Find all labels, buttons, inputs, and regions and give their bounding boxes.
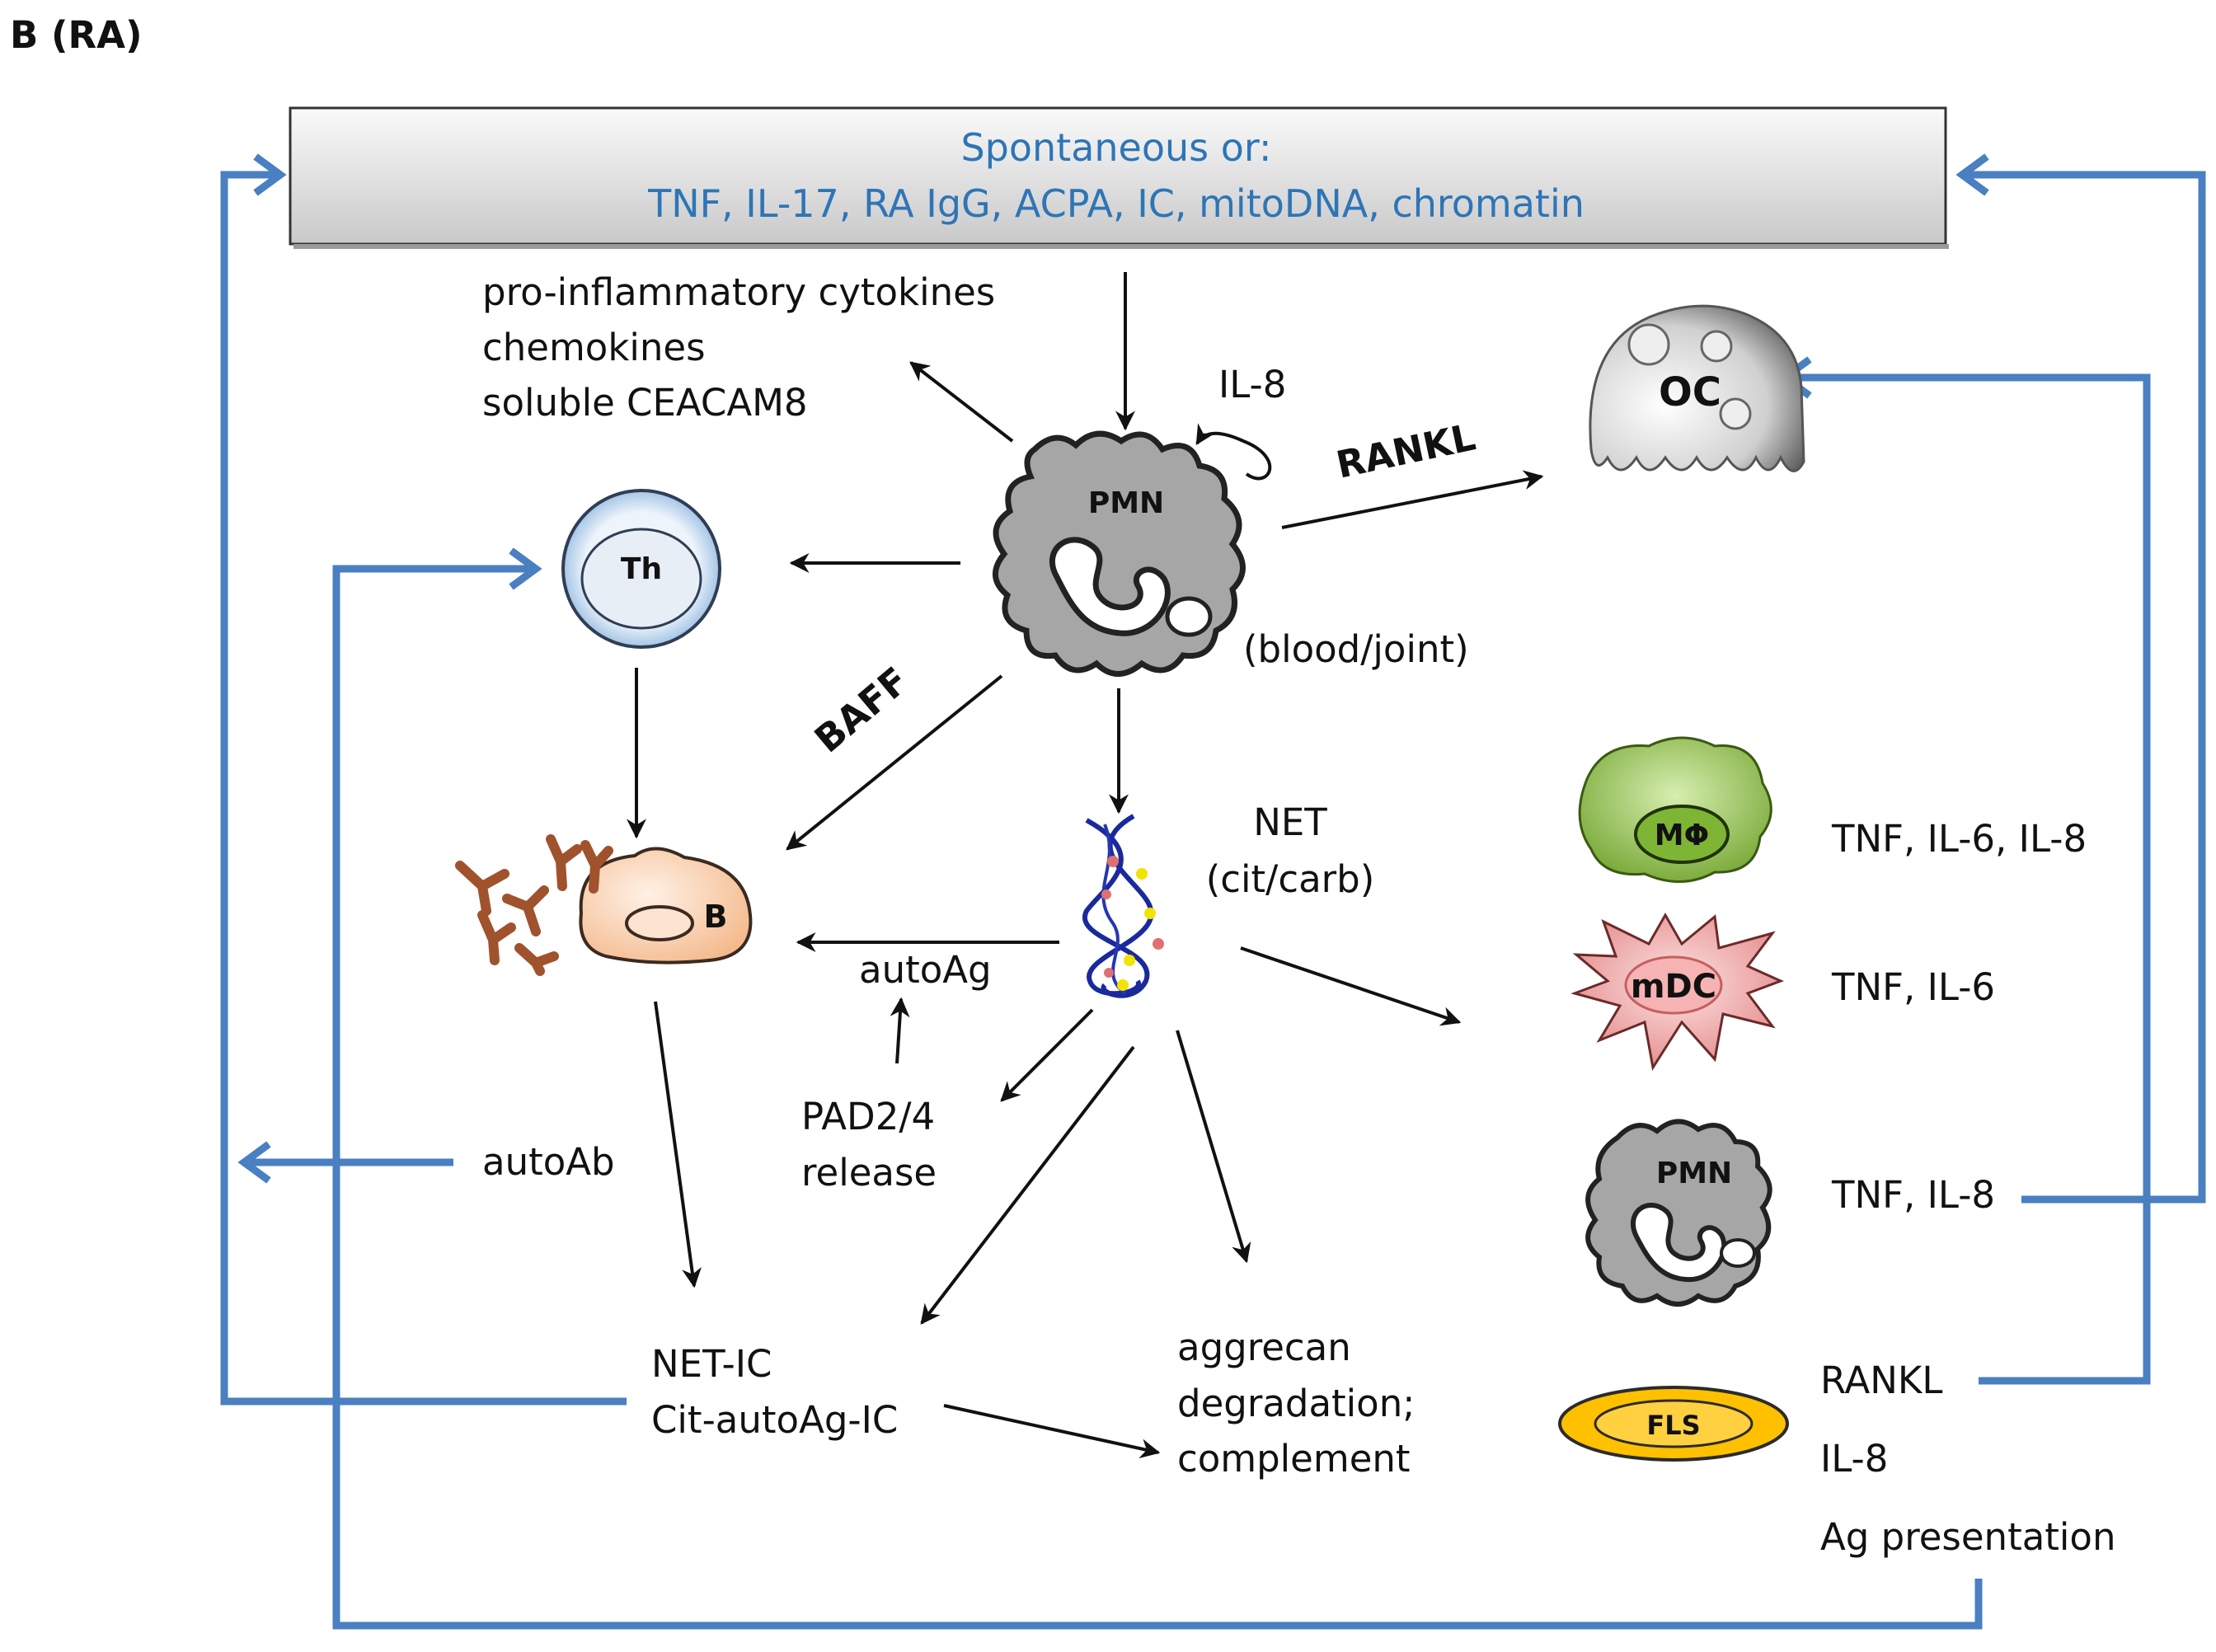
arrowhead-stimuli-right xyxy=(1955,153,1989,196)
secreted-line-1: pro-inflammatory cytokines xyxy=(482,270,995,314)
mdc-output: TNF, IL-6 xyxy=(1831,965,1995,1009)
stimuli-line-2: TNF, IL-17, RA IgG, ACPA, IC, mitoDNA, c… xyxy=(647,181,1585,226)
arrow-b-to-netic xyxy=(654,1001,702,1288)
pad-label-line-2: release xyxy=(801,1151,937,1194)
net-dna-icon xyxy=(1082,814,1164,998)
fls-output-line-2: IL-8 xyxy=(1820,1437,1888,1481)
secreted-line-2: chemokines xyxy=(482,326,706,369)
pmn-cell-icon: PMN xyxy=(1585,1119,1772,1307)
osteoclast-icon: OC xyxy=(1589,304,1805,472)
arrow-net-to-cells xyxy=(1240,946,1462,1026)
feedback-arrows xyxy=(220,153,2206,1630)
oc-label: OC xyxy=(1659,369,1721,415)
arrow-netic-to-aggrecan xyxy=(943,1404,1161,1459)
net-ic-line-1: NET-IC xyxy=(651,1342,772,1386)
autoag-label: autoAg xyxy=(859,948,992,992)
feedback-arrow-to-th xyxy=(332,565,1983,1630)
signaling-arrows xyxy=(627,272,1544,1459)
arrow-net-to-netic xyxy=(920,1045,1135,1325)
pad-label-line-1: PAD2/4 xyxy=(801,1095,935,1138)
arrowhead-th xyxy=(509,547,542,590)
arrow-net-to-aggrecan xyxy=(1176,1030,1251,1264)
dendritic-cell-icon: mDC xyxy=(1570,912,1784,1072)
rankl-label: RANKL xyxy=(1332,415,1479,486)
aggrecan-line-2: degradation; xyxy=(1177,1382,1415,1425)
aggrecan-line-3: complement xyxy=(1177,1437,1411,1481)
pmn-small-output: TNF, IL-8 xyxy=(1831,1173,1995,1217)
stimuli-box: Spontaneous or: TNF, IL-17, RA IgG, ACPA… xyxy=(289,106,1949,249)
t-helper-cell-icon: Th xyxy=(561,489,721,649)
baff-label: BAFF xyxy=(806,659,917,762)
b-cell-icon: B xyxy=(579,847,753,964)
stimuli-line-1: Spontaneous or: xyxy=(960,125,1271,170)
pmn-main-label: PMN xyxy=(1088,486,1164,520)
fls-cell-icon: FLS xyxy=(1558,1386,1789,1462)
aggrecan-line-1: aggrecan xyxy=(1177,1326,1351,1369)
macrophage-label: MΦ xyxy=(1655,819,1709,852)
fls-output-line-1: RANKL xyxy=(1820,1359,1942,1402)
b-label: B xyxy=(704,899,728,935)
arrow-pmn-to-b-baff xyxy=(786,674,1003,851)
mdc-label: mDC xyxy=(1631,968,1716,1006)
fls-label: FLS xyxy=(1646,1410,1700,1441)
macrophage-output: TNF, IL-6, IL-8 xyxy=(1831,817,2087,861)
location-label: (blood/joint) xyxy=(1243,627,1469,671)
th-label: Th xyxy=(621,552,662,586)
net-ic-line-2: Cit-autoAg-IC xyxy=(651,1398,898,1442)
secreted-line-3: soluble CEACAM8 xyxy=(482,381,808,425)
pmn-cell-icon: PMN xyxy=(992,430,1246,677)
panel-label: B (RA) xyxy=(10,13,143,57)
feedback-arrow-to-oc xyxy=(1785,373,2151,1385)
arrowhead-autoab xyxy=(237,1141,271,1184)
fls-output-line-3: Ag presentation xyxy=(1820,1515,2115,1559)
macrophage-icon: MΦ xyxy=(1578,736,1772,883)
feedback-arrow-to-stimuli-right xyxy=(1962,171,2206,1204)
arrow-pmn-to-cytokines xyxy=(909,361,1014,443)
arrow-net-to-pad xyxy=(1000,1008,1094,1102)
pmn-small-label: PMN xyxy=(1656,1157,1732,1190)
arrowhead-stimuli-left xyxy=(253,153,287,196)
arrow-pmn-to-oc xyxy=(1281,470,1544,529)
net-label-line-1: NET xyxy=(1253,800,1327,844)
arrow-pad-to-autoag xyxy=(890,997,910,1064)
arrow-il8-autocrine xyxy=(1197,434,1272,481)
antibody-icon xyxy=(455,834,613,976)
net-label-line-2: (cit/carb) xyxy=(1206,857,1375,901)
il8-autocrine-label: IL-8 xyxy=(1218,363,1286,406)
autoab-label: autoAb xyxy=(482,1140,615,1184)
feedback-arrow-to-stimuli-left xyxy=(220,171,627,1406)
